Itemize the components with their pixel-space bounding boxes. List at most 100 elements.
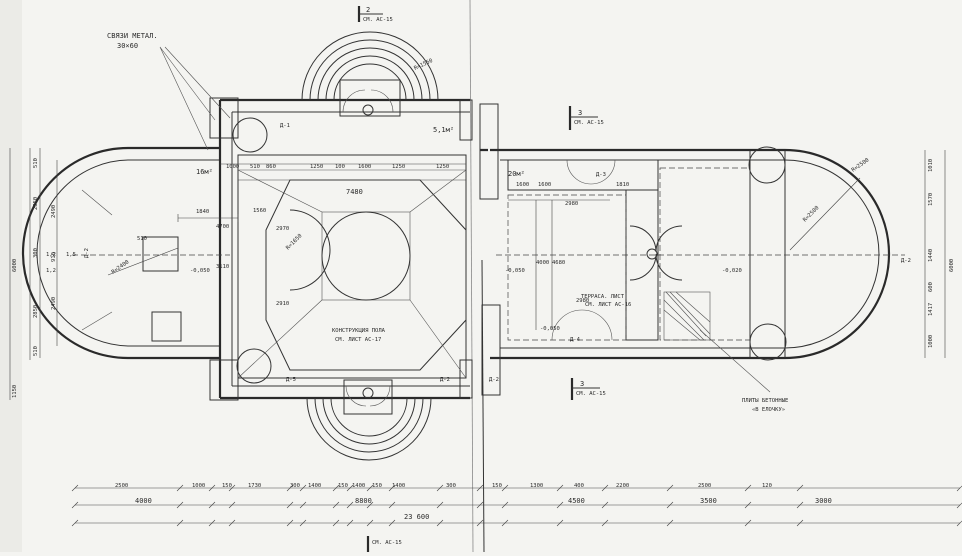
dim-tick <box>744 501 752 509</box>
interior-radius: R=1650 <box>285 233 303 251</box>
dim-label: 1600 <box>538 182 551 188</box>
dim-tick <box>666 519 674 527</box>
dim-label: 1600 <box>516 182 529 188</box>
door-tag-7: Д-2 <box>901 258 911 264</box>
dim-label: 1570 <box>928 193 934 206</box>
dim-label: 1250 <box>436 164 449 170</box>
sheet-seam-lower <box>481 259 485 553</box>
porch-door-arc <box>566 159 616 185</box>
dome-octagon <box>265 179 467 371</box>
dim-tick <box>556 484 564 492</box>
dim-tick <box>366 501 374 509</box>
dim-tick <box>601 519 609 527</box>
dim-tick <box>501 519 509 527</box>
pier-ne <box>459 99 473 141</box>
dim-tick <box>476 519 484 527</box>
dim-label: 2970 <box>276 226 289 232</box>
dim-label: 100 <box>335 164 345 170</box>
corner-column-nw <box>232 117 268 153</box>
dim-label: 1810 <box>616 182 629 188</box>
dim-tick <box>796 484 804 492</box>
top-total-dim: 7480 <box>346 188 363 196</box>
dim-tick <box>436 519 444 527</box>
level-mark-4: -0,020 <box>722 268 742 274</box>
dim-tick <box>744 519 752 527</box>
dim-label: 1010 <box>928 159 934 172</box>
section-2-ref: СМ. АС-15 <box>363 17 393 23</box>
section-marker-3-top: 3 СМ. АС-15 <box>568 106 604 130</box>
dim-tick <box>346 501 354 509</box>
dim-tick <box>501 484 509 492</box>
ties-leaders <box>159 46 231 151</box>
dim-label: 300 <box>33 248 39 258</box>
floor-sheet-label: СМ. ЛИСТ АС-17 <box>335 337 381 343</box>
dim-tick <box>956 520 962 527</box>
dim-label: 2980 <box>565 201 578 207</box>
dim-tick <box>366 484 374 492</box>
dim-label: 400 <box>574 483 584 489</box>
dim-tick <box>208 484 216 492</box>
dim-label: 2490 <box>51 297 57 310</box>
dim-tick <box>956 502 962 509</box>
dim-tick <box>286 484 294 492</box>
bottom-total-dim: 23 600 <box>404 513 429 521</box>
dim-label: 3110 <box>216 264 229 270</box>
east-outer-wall <box>480 148 891 360</box>
dim-tick <box>388 484 396 492</box>
east-radius-line <box>789 177 861 251</box>
dim-tick <box>71 484 79 492</box>
dim-label: 3000 <box>815 497 832 505</box>
sheet-seam <box>469 0 474 553</box>
dim-label: 1250 <box>392 164 405 170</box>
dim-label: 510 <box>33 346 39 356</box>
section-marker-1: СМ. АС-15 <box>366 536 402 552</box>
dim-label: 2500 <box>698 483 711 489</box>
section-1-ref: СМ. АС-15 <box>372 540 402 546</box>
dim-label: 120 <box>762 483 772 489</box>
dim-tick <box>346 519 354 527</box>
east-top-radius: R=2500 <box>851 157 871 173</box>
dim-label: 4000 <box>536 260 549 266</box>
dim-label: 860 <box>266 164 276 170</box>
dim-label: 1250 <box>310 164 323 170</box>
dim-label: 1440 <box>928 249 934 262</box>
dim-label: 300 <box>446 483 456 489</box>
terrace-note: ТЕРРАСА. ЛИСТ <box>581 294 625 300</box>
dim-label: 2910 <box>276 301 289 307</box>
section-3-bottom-ref: СМ. АС-15 <box>576 391 606 397</box>
dim-tick <box>744 484 752 492</box>
door-tag-8: Д-2 <box>489 377 499 383</box>
dim-label: 1730 <box>248 483 261 489</box>
dim-tick <box>332 501 340 509</box>
east-hall <box>659 167 751 341</box>
dim-tick <box>228 484 236 492</box>
dim-tick <box>176 484 184 492</box>
dim-tick <box>71 501 79 509</box>
dim-label: 1,5 <box>66 252 76 258</box>
dim-tick <box>346 484 354 492</box>
floor-construction-label: КОНСТРУКЦИЯ ПОЛА <box>332 328 386 334</box>
east-inner-wall <box>500 159 880 349</box>
section-2-number: 2 <box>366 6 370 14</box>
double-doors <box>629 225 683 281</box>
door-tag-5: Д-5 <box>286 377 296 383</box>
east-building <box>479 103 905 396</box>
dim-label: 1,2 <box>46 252 56 258</box>
north-stair <box>301 31 439 117</box>
dim-label: 8800 <box>355 497 372 505</box>
dim-tick <box>556 519 564 527</box>
terrace <box>507 194 627 341</box>
dimension-ticks <box>71 484 962 527</box>
altar-table <box>142 236 179 272</box>
dim-tick <box>299 484 307 492</box>
level-mark-2: -0,050 <box>505 268 525 274</box>
section-3-top-ref: СМ. АС-15 <box>574 120 604 126</box>
dim-label: 1300 <box>530 483 543 489</box>
dim-tick <box>299 519 307 527</box>
